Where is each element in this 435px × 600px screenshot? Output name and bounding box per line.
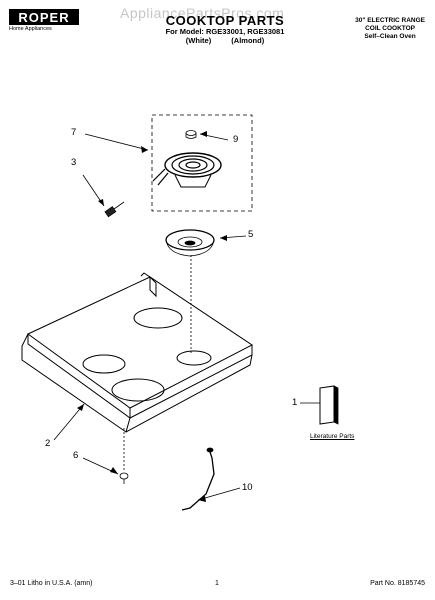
brand-logo: ROPER Home Appliances [9, 9, 79, 32]
screw [119, 472, 129, 484]
callout-10: 10 [242, 482, 253, 493]
literature-parts-label: Literature Parts [310, 433, 355, 440]
drip-bowl [165, 229, 215, 257]
terminal-block [104, 201, 125, 218]
page-title: COOKTOP PARTS [165, 13, 285, 28]
callout-3: 3 [71, 157, 77, 168]
brand-name: ROPER [9, 9, 79, 25]
footer-litho: 3–01 Litho in U.S.A. (amn) [10, 580, 93, 587]
product-description: 30" ELECTRIC RANGE COIL COOKTOP Self–Cle… [355, 17, 425, 41]
callout-2: 2 [45, 438, 51, 449]
wire [181, 451, 215, 511]
title-block: COOKTOP PARTS For Model: RGE33001, RGE33… [140, 14, 310, 45]
color-line: (White) (Almond) [140, 36, 310, 45]
color-almond: (Almond) [231, 36, 265, 45]
color-white: (White) [185, 36, 212, 45]
element-assembly-box [151, 114, 253, 212]
footer-part-number: Part No. 8185745 [370, 580, 425, 587]
element-cap [185, 130, 197, 139]
footer-page-number: 1 [215, 580, 219, 587]
callout-9: 9 [233, 134, 239, 145]
product-line-3: Self–Clean Oven [364, 33, 416, 40]
cooktop-main-top [21, 272, 253, 433]
model-line: For Model: RGE33001, RGE33081 [165, 27, 285, 36]
callout-1: 1 [292, 397, 298, 408]
surface-element [152, 152, 222, 188]
product-line-2: COIL COOKTOP [365, 25, 416, 32]
callout-6: 6 [73, 450, 79, 461]
product-line-1: 30" ELECTRIC RANGE [355, 17, 425, 24]
callout-5: 5 [248, 229, 254, 240]
literature-booklet [319, 385, 339, 425]
watermark-text: AppliancePartsPros.com [120, 5, 285, 21]
callout-7: 7 [71, 127, 77, 138]
brand-subtitle: Home Appliances [9, 26, 52, 32]
